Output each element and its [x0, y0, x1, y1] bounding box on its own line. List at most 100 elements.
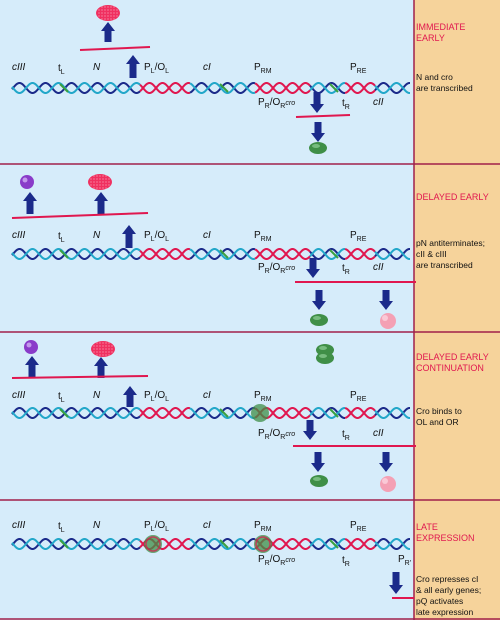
protein-texture: [105, 178, 107, 180]
dna-strand: [11, 407, 141, 419]
label-part: R: [280, 103, 285, 110]
protein-texture: [107, 18, 109, 20]
gene-label-pre: PRE: [350, 230, 367, 243]
stage-title: CONTINUATION: [416, 363, 484, 373]
label-part: L: [151, 68, 155, 75]
dna-strand: [309, 82, 345, 94]
label-part: /O: [270, 428, 281, 439]
dna-strand: [374, 82, 410, 94]
gene-label-prm: PRM: [254, 62, 272, 75]
dna-helix: [11, 248, 410, 260]
gene-label-ci: cI: [203, 230, 211, 241]
protein-texture: [104, 12, 106, 14]
protein-texture: [101, 12, 103, 14]
gene-label-pr-or-cro: PR/ORcro: [258, 97, 295, 110]
protein-texture: [93, 184, 95, 186]
stage-note: OL and OR: [416, 417, 459, 427]
protein-texture: [110, 18, 112, 20]
dna-strand: [374, 407, 410, 419]
protein-texture: [108, 354, 110, 356]
protein-texture: [101, 9, 103, 11]
down-arrow-icon: [312, 290, 326, 310]
protein-texture: [96, 181, 98, 183]
up-arrow-icon: [126, 55, 140, 78]
down-arrow-icon: [311, 452, 325, 472]
protein-highlight: [319, 354, 327, 358]
protein-texture: [105, 351, 107, 353]
label-subscript: R: [345, 104, 350, 111]
protein-texture: [99, 348, 101, 350]
cro-protein-icon: [310, 314, 328, 326]
diagram-background: [0, 0, 414, 620]
protein-texture: [108, 184, 110, 186]
stage-title: EXPRESSION: [416, 533, 475, 543]
label-part: cro: [285, 100, 295, 107]
protein-texture: [105, 181, 107, 183]
label-part: L: [151, 396, 155, 403]
dna-strand: [309, 407, 345, 419]
dna-strand: [254, 248, 311, 260]
label-part: R: [280, 268, 285, 275]
protein-texture: [116, 9, 118, 11]
label-part: P: [144, 62, 151, 73]
cro-protein-icon: [310, 475, 328, 487]
repressed-site: [255, 536, 271, 552]
stage-title: LATE: [416, 522, 438, 532]
protein-texture: [110, 9, 112, 11]
dna-strand: [189, 407, 256, 419]
label-part: L: [151, 236, 155, 243]
protein-texture: [102, 351, 104, 353]
stage-title: DELAYED EARLY: [416, 352, 489, 362]
protein-texture: [102, 342, 104, 344]
dna-strand: [344, 538, 376, 550]
down-arrow-icon: [310, 92, 324, 113]
protein-texture: [99, 351, 101, 353]
gene-label-ci: cI: [203, 520, 211, 531]
up-arrow-icon: [94, 357, 108, 378]
label-part: P: [258, 262, 265, 273]
label-subscript: RM: [261, 396, 272, 403]
gene-label-ciii: cIII: [12, 520, 26, 531]
protein-texture: [101, 6, 103, 8]
label-part: P: [144, 520, 151, 531]
protein-highlight: [22, 177, 28, 183]
up-arrow-icon: [23, 192, 37, 214]
label-subscript: L: [61, 69, 65, 76]
label-subscript: L: [61, 397, 65, 404]
label-part: L: [165, 526, 169, 533]
repressed-site: [145, 536, 161, 552]
label-part: /O: [155, 390, 166, 401]
dna-strand: [309, 248, 345, 260]
down-arrow-icon: [311, 122, 325, 142]
dna-accent: [59, 408, 69, 418]
gene-label-ci: cI: [203, 62, 211, 73]
dna-strand: [374, 538, 410, 550]
gene-label-tr: tR: [342, 98, 350, 111]
protein-texture: [104, 15, 106, 17]
protein-texture: [111, 345, 113, 347]
gene-label-prm: PRM: [254, 230, 272, 243]
label-main: P: [350, 390, 357, 401]
label-part: L: [151, 526, 155, 533]
label-main: t: [58, 63, 61, 74]
label-part: cro: [285, 431, 295, 438]
mrna-transcript: [11, 375, 149, 379]
ciii-protein-icon: [24, 340, 38, 354]
stage-note: Cro represses cI: [416, 574, 478, 584]
protein-texture: [105, 345, 107, 347]
dna-strand: [139, 407, 191, 419]
dna-strand: [309, 538, 345, 550]
protein-highlight: [312, 144, 320, 148]
protein-texture: [96, 351, 98, 353]
protein-texture: [105, 187, 107, 189]
protein-texture: [107, 15, 109, 17]
stage-note: Cro binds to: [416, 406, 462, 416]
gene-label-cii: cII: [373, 262, 384, 273]
label-part: cro: [285, 265, 295, 272]
protein-texture: [102, 175, 104, 177]
dna-strand: [309, 407, 345, 419]
gene-label-pre: PRE: [350, 390, 367, 403]
